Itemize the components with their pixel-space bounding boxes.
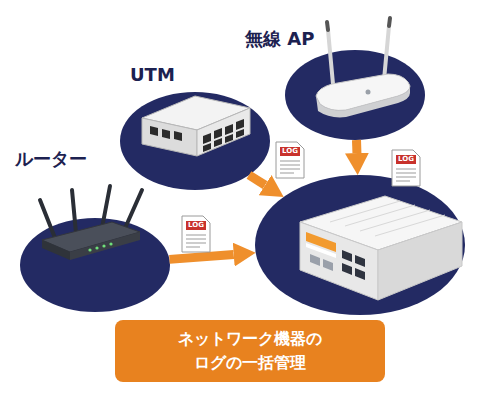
access-point-device <box>316 18 410 117</box>
device-ellipse <box>255 175 465 315</box>
log-tag: LOG <box>280 147 300 156</box>
log-flow-arrow <box>249 175 265 185</box>
utm-device-part <box>142 96 250 130</box>
log-server-device-part <box>378 222 462 300</box>
router-device-part <box>88 248 91 251</box>
router-device-part <box>109 242 112 245</box>
log-server-device-part <box>375 215 445 236</box>
router-device-part <box>42 240 70 260</box>
access-point-device-part <box>316 86 410 117</box>
utm-device-part <box>225 124 233 135</box>
utm-device-part <box>214 138 222 147</box>
log-tag: LOG <box>186 221 206 230</box>
router-device-part <box>102 186 110 228</box>
box-text-wrap: ネットワーク機器の ログの一括管理 <box>115 320 385 382</box>
access-point-device-part <box>327 22 328 30</box>
log-document-icon-part <box>280 164 300 166</box>
utm-device-part <box>225 134 233 143</box>
log-server-device-part <box>355 255 365 267</box>
utm-device-part <box>150 126 158 136</box>
access-point-device-part <box>384 26 389 80</box>
log-server-device-part <box>300 222 378 300</box>
router-device-part <box>42 222 140 252</box>
log-document-icon-part <box>396 155 416 164</box>
log-document-icon-part <box>396 172 416 174</box>
utm-device-part <box>236 129 244 138</box>
log-document-icon-part <box>280 172 294 174</box>
utm-device-part <box>214 128 222 139</box>
log-server-device-part <box>342 263 352 275</box>
device-label: ルーター <box>15 148 87 170</box>
log-document-icon-part <box>182 216 210 252</box>
log-document-icon-part <box>392 150 420 186</box>
summary-box: ネットワーク機器の ログの一括管理 <box>115 320 385 382</box>
log-document-icon-part <box>280 168 300 170</box>
ellipse-outline <box>285 50 425 140</box>
utm-device-part <box>197 108 250 156</box>
utm-device-part <box>203 143 211 152</box>
log-server-device-part <box>360 210 430 231</box>
log-server-device-part <box>300 196 462 250</box>
log-server-device-part <box>355 268 365 280</box>
navy-ellipse <box>285 50 425 140</box>
ellipse-outline <box>120 92 270 190</box>
utm-device-part <box>142 118 197 156</box>
utm-device-part <box>162 129 170 139</box>
log-server-device <box>300 196 462 300</box>
summary-text: ネットワーク機器の ログの一括管理 <box>130 327 370 375</box>
log-document-icon-part <box>186 238 206 240</box>
log-document-icon-part <box>396 176 416 178</box>
navy-ellipse <box>255 175 465 315</box>
log-server-device-part <box>310 254 320 266</box>
log-document-icon-part <box>186 246 200 248</box>
router-device-part <box>72 190 76 233</box>
ellipse-outline <box>255 175 465 315</box>
router-device-part <box>126 190 142 226</box>
log-server-device-part <box>342 250 352 262</box>
router-device-part <box>70 232 140 260</box>
log-document-icon-part <box>280 160 300 162</box>
device-ellipse: 無線 AP <box>285 50 425 140</box>
access-point-device-part <box>328 30 333 84</box>
log-document-icon-part <box>186 234 206 236</box>
log-server-device-part <box>323 259 333 271</box>
log-server-device-part <box>330 201 400 222</box>
utm-device-part <box>236 119 244 130</box>
device-label: UTM <box>130 64 175 86</box>
utm-device-part <box>203 133 211 144</box>
utm-device <box>142 96 250 156</box>
log-document-icon <box>182 216 210 252</box>
log-document-icon-part <box>186 242 206 244</box>
log-document-icon <box>276 142 304 178</box>
log-document-icon-part <box>396 180 410 182</box>
log-server-device-part <box>306 232 336 252</box>
access-point-device-part <box>366 90 371 95</box>
log-flow-arrow <box>169 255 233 260</box>
utm-device-part <box>174 131 182 141</box>
log-server-device-part <box>345 205 415 226</box>
router-device-part <box>40 200 55 238</box>
log-document-icon-part <box>276 142 304 178</box>
router-device <box>40 186 142 260</box>
router-device-part <box>102 244 105 247</box>
navy-ellipse <box>20 218 170 312</box>
access-point-device-part <box>389 18 390 26</box>
log-server-device-part <box>306 243 336 258</box>
access-point-device-part <box>316 74 410 110</box>
log-flow-arrow <box>352 140 361 153</box>
log-document-icon-part <box>186 221 206 230</box>
log-document-icon <box>392 150 420 186</box>
device-ellipse: ルーター <box>20 218 170 312</box>
device-ellipse: UTM <box>120 92 270 190</box>
device-label: 無線 AP <box>245 28 314 50</box>
log-tag: LOG <box>396 155 416 164</box>
log-document-icon-part <box>280 147 300 156</box>
log-document-icon-part <box>396 168 416 170</box>
navy-ellipse <box>120 92 270 190</box>
ellipse-outline <box>20 218 170 312</box>
router-device-part <box>95 246 98 249</box>
